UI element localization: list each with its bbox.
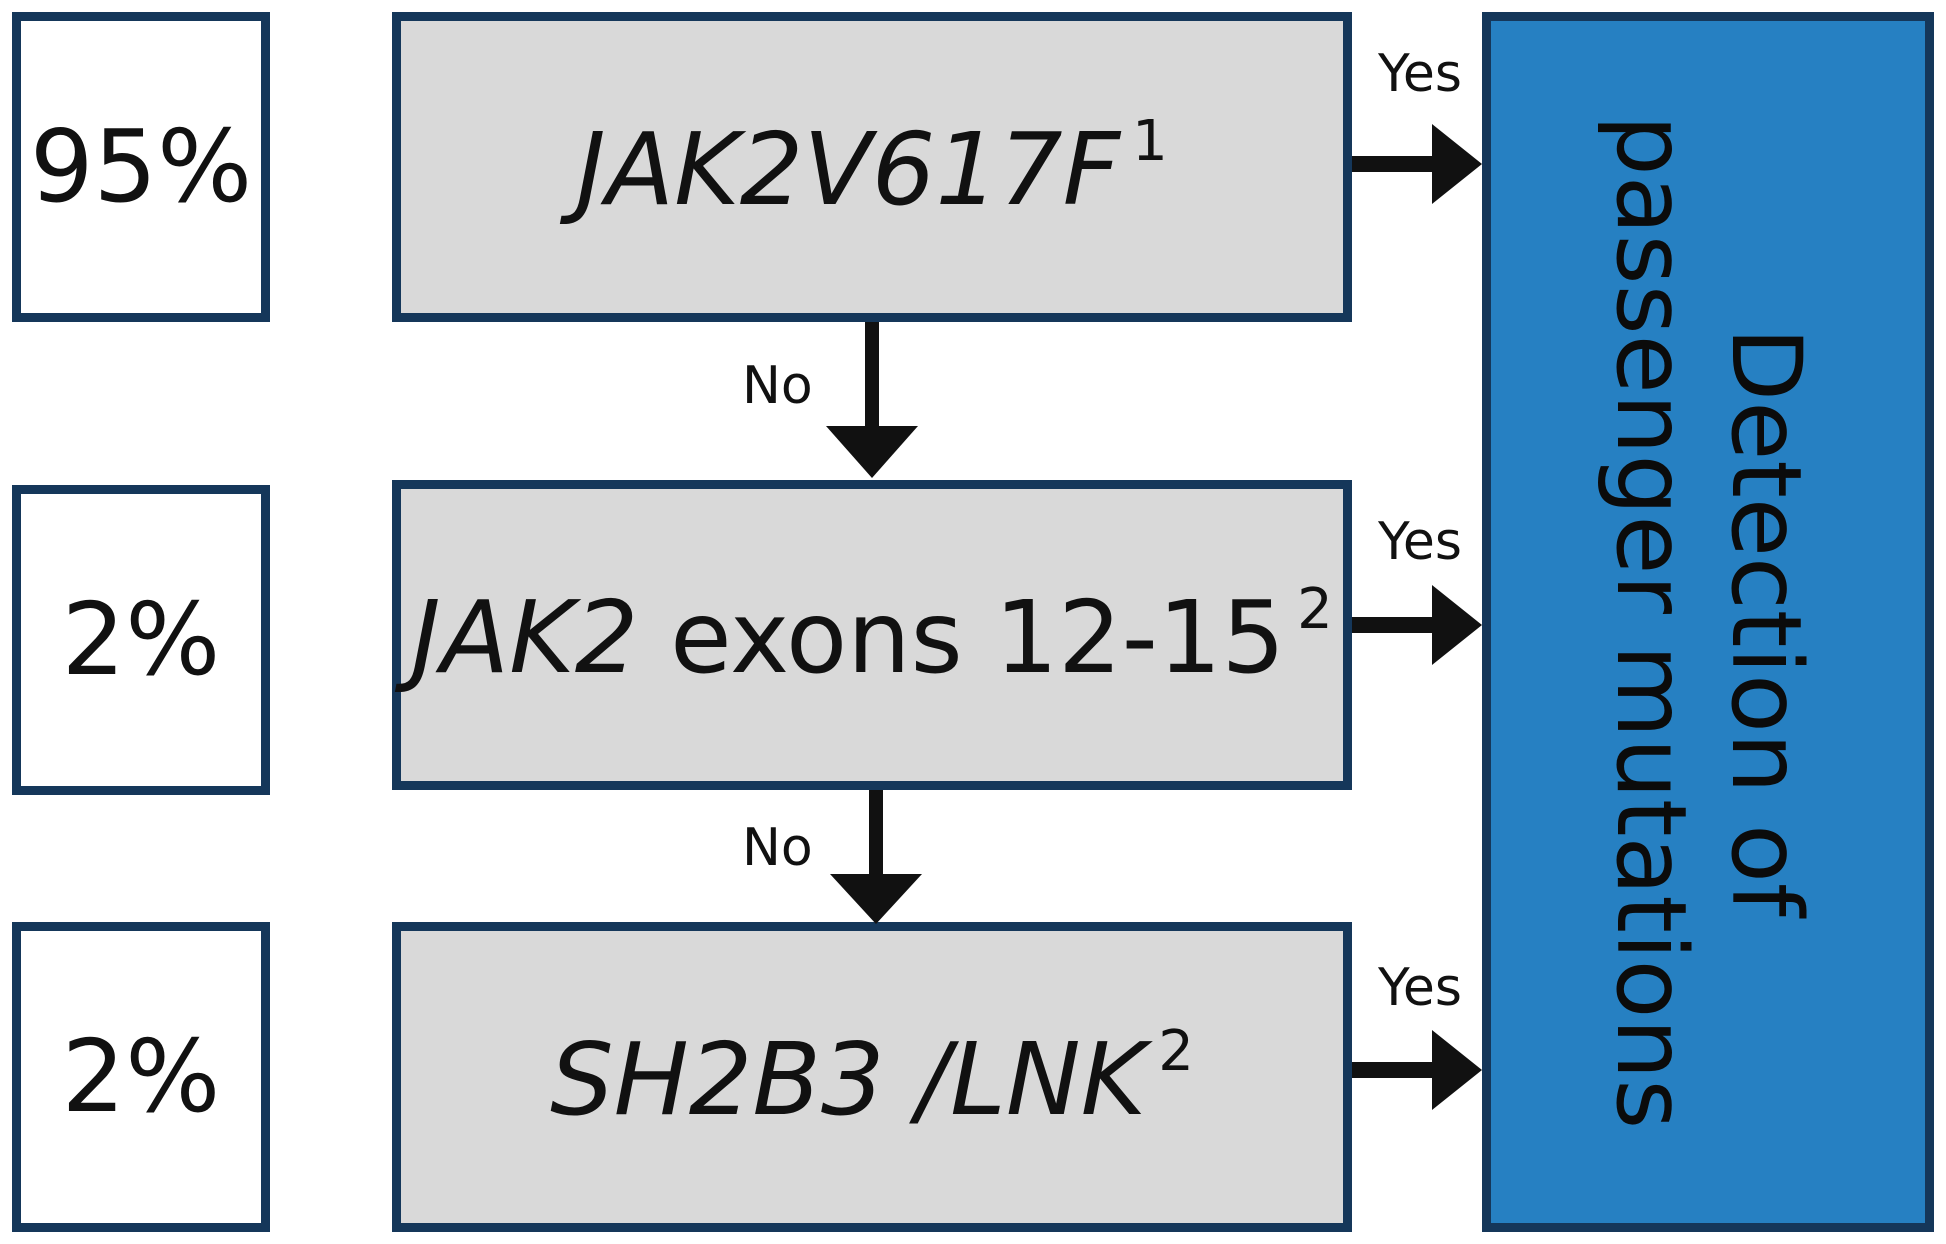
reference-superscript: 2 — [1297, 577, 1333, 642]
yes-arrow-1 — [1352, 124, 1482, 204]
test-gene-name: JAK2V617F — [576, 111, 1121, 228]
no-arrow-1 — [826, 322, 918, 478]
no-arrow-2 — [830, 790, 922, 924]
yes-arrow-3 — [1352, 1030, 1482, 1110]
test-gene-name: SH2B3 /LNK — [550, 1021, 1147, 1138]
edge-label-yes: Yes — [1378, 44, 1462, 104]
edge-label-no: No — [742, 818, 813, 878]
yes-arrow-2 — [1352, 585, 1482, 665]
edge-label-yes: Yes — [1378, 958, 1462, 1018]
percentage-label: 95% — [29, 108, 253, 225]
test-gene-name: JAK2 — [411, 579, 639, 696]
edge-label-no: No — [742, 356, 813, 416]
percentage-box-2: 2% — [12, 485, 270, 795]
percentage-label: 2% — [61, 1018, 221, 1135]
test-detail: exons 12-15 — [638, 579, 1286, 696]
reference-superscript: 2 — [1158, 1019, 1194, 1084]
percentage-box-3: 2% — [12, 922, 270, 1232]
edge-label-yes: Yes — [1378, 512, 1462, 572]
percentage-box-1: 95% — [12, 12, 270, 322]
percentage-label: 2% — [61, 581, 221, 698]
reference-superscript: 1 — [1132, 109, 1168, 174]
result-box: Detection of passenger mutations — [1482, 12, 1934, 1232]
